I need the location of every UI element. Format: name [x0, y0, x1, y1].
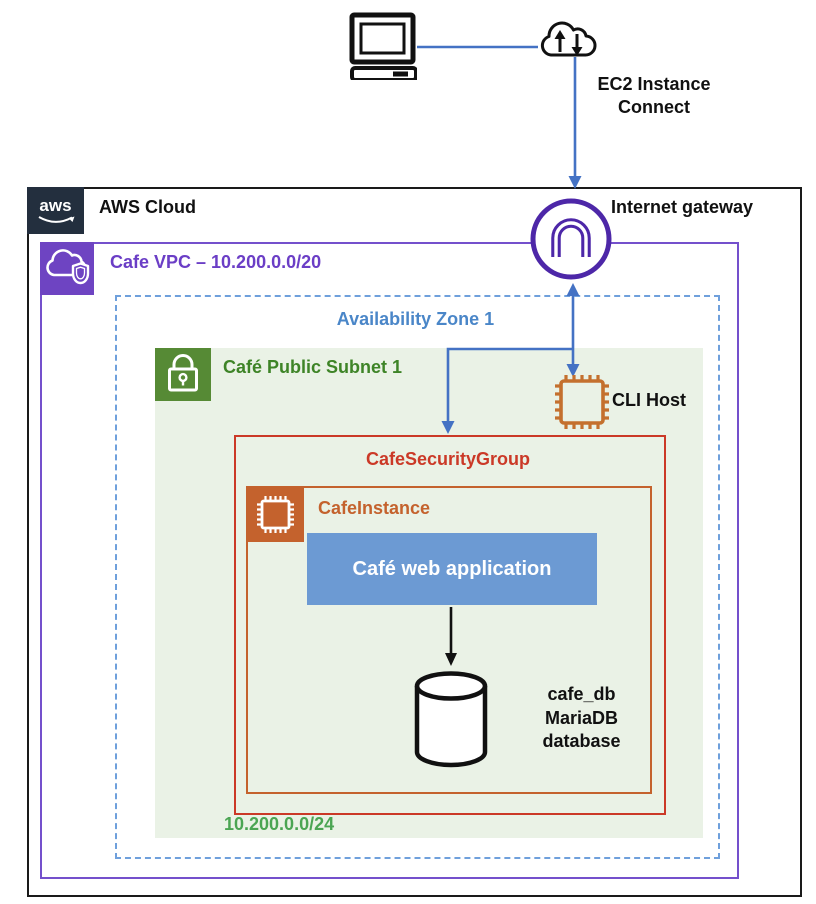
cli-host-label: CLI Host — [612, 390, 686, 410]
ec2-instance-connect-label: EC2 Instance Connect — [574, 73, 734, 119]
internet-gateway-label: Internet gateway — [611, 197, 754, 217]
public-subnet-title: Café Public Subnet 1 — [223, 357, 403, 377]
security-group-title: CafeSecurityGroup — [365, 449, 531, 469]
internet-cloud-icon — [536, 20, 602, 62]
cafe-instance-icon — [247, 487, 304, 542]
database-label-line2: MariaDB — [544, 707, 619, 728]
cafe-instance-title: CafeInstance — [318, 498, 431, 518]
vpc-box — [40, 242, 739, 879]
ec2-connect-line1: EC2 Instance — [597, 74, 711, 94]
web-app-label: Café web application — [352, 557, 552, 580]
internet-gateway-icon — [529, 197, 613, 281]
availability-zone-box — [115, 295, 720, 859]
cli-host-icon — [552, 372, 612, 432]
client-computer-icon — [349, 12, 417, 80]
vpc-icon — [40, 242, 94, 295]
database-icon — [411, 670, 491, 770]
ec2-connect-line2: Connect — [618, 97, 690, 117]
aws-logo-text: aws — [39, 196, 71, 215]
vpc-title: Cafe VPC – 10.200.0.0/20 — [110, 252, 322, 272]
cafe-instance-box — [246, 486, 652, 794]
aws-logo: aws — [27, 187, 84, 234]
database-label-line3: database — [542, 731, 621, 751]
aws-cloud-title: AWS Cloud — [99, 197, 196, 217]
database-label-line1: cafe_db — [547, 684, 616, 704]
subnet-lock-icon — [155, 348, 211, 401]
security-group-box — [234, 435, 666, 815]
database-label: cafe_db MariaDB database — [524, 683, 639, 754]
subnet-cidr-label: 10.200.0.0/24 — [224, 814, 335, 834]
availability-zone-title: Availability Zone 1 — [336, 309, 495, 329]
aws-cloud-box — [27, 187, 802, 897]
web-app-box: Café web application — [307, 533, 597, 605]
